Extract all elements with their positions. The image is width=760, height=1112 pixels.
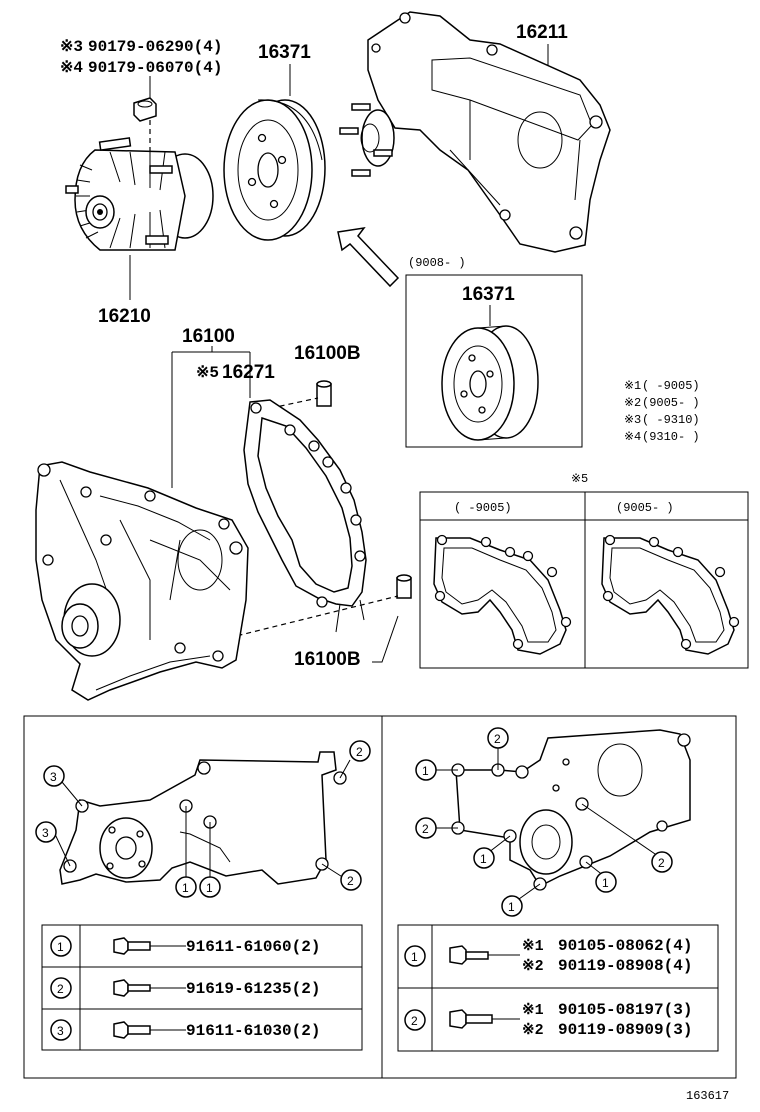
left-table-num-1: 1 xyxy=(57,940,64,954)
gasket-mark: ※5 xyxy=(196,364,219,382)
callout-16371-inset: 16371 xyxy=(462,284,515,305)
pump-assy-callouts: 16100 ※5 16271 16100B 16100B xyxy=(171,326,399,670)
left-view-circle-5: 2 xyxy=(356,745,363,759)
nut-icon xyxy=(133,97,157,122)
legend-range-3: ( -9310) xyxy=(642,413,700,427)
gasket-variants-panel: ※5 ( -9005) (9005- ) xyxy=(419,472,749,669)
right-table-num-2: 2 xyxy=(411,1014,418,1028)
left-view-circle-6: 2 xyxy=(347,874,354,888)
right-bolt-view: 1 2 2 1 1 1 2 xyxy=(415,727,691,917)
gasket-panel-right-header: (9005- ) xyxy=(616,501,674,515)
left-view-circle-3: 1 xyxy=(182,881,189,895)
left-view-circle-4: 1 xyxy=(206,881,213,895)
right-view-circle-7: 2 xyxy=(658,856,665,870)
left-table-num-2: 2 xyxy=(57,982,64,996)
right-table-num-1: 1 xyxy=(411,950,418,964)
pump-housing-drawing: 16211 xyxy=(339,11,611,253)
nut-part-1: 90179-06290(4) xyxy=(88,38,222,56)
right-table-part-2a: 90105-08197(3) xyxy=(558,1001,692,1019)
pulley-top-drawing: 16371 xyxy=(223,42,326,241)
right-table-mark-1b: ※2 xyxy=(522,958,544,975)
legend-range-2: (9005- ) xyxy=(642,396,700,410)
legend-range-4: (9310- ) xyxy=(642,430,700,444)
right-table-mark-1a: ※1 xyxy=(522,938,544,955)
nut-note: ※3 90179-06290(4) ※4 90179-06070(4) xyxy=(60,38,222,170)
left-table-part-3: 91611-61030(2) xyxy=(186,1022,320,1040)
left-bolt-view: 3 3 1 1 2 2 xyxy=(35,740,371,898)
left-table-part-1: 91611-61060(2) xyxy=(186,938,320,956)
callout-16210: 16210 xyxy=(98,306,151,327)
right-table-part-1a: 90105-08062(4) xyxy=(558,937,692,955)
right-view-circle-4: 1 xyxy=(480,852,487,866)
bolt-icon xyxy=(113,979,151,997)
dowel-top xyxy=(316,380,332,407)
bolt-panels-frame xyxy=(23,715,737,1079)
callout-16371-top: 16371 xyxy=(258,42,311,63)
bolt-icon xyxy=(449,1009,493,1029)
right-view-circle-3: 2 xyxy=(422,822,429,836)
right-table-mark-2b: ※2 xyxy=(522,1022,544,1039)
right-view-circle-1: 1 xyxy=(422,764,429,778)
right-table-part-2b: 90119-08909(3) xyxy=(558,1021,692,1039)
inset-pulley-panel: (9008- ) 16371 xyxy=(405,256,583,448)
date-legend: ※1 ( -9005) ※2 (9005- ) ※3 ( -9310) ※4 (… xyxy=(624,379,700,444)
bolt-icon xyxy=(113,1021,151,1039)
callout-16100b-bottom: 16100B xyxy=(294,649,361,670)
gasket-panel-left-header: ( -9005) xyxy=(454,501,512,515)
callout-16211: 16211 xyxy=(516,22,568,43)
illustration-number: 163617 xyxy=(686,1089,729,1103)
legend-mark-1: ※1 xyxy=(624,379,641,393)
right-view-circle-5: 1 xyxy=(508,900,515,914)
right-table-part-1b: 90119-08908(4) xyxy=(558,957,692,975)
gasket-variant-late xyxy=(601,534,740,655)
legend-range-1: ( -9005) xyxy=(642,379,700,393)
dowel-bottom xyxy=(396,574,412,599)
legend-mark-3: ※3 xyxy=(624,413,641,427)
left-view-circle-2: 3 xyxy=(42,826,49,840)
bolt-icon xyxy=(449,945,489,965)
left-table-num-3: 3 xyxy=(57,1024,64,1038)
nut-part-2: 90179-06070(4) xyxy=(88,59,222,77)
direction-arrow xyxy=(337,226,400,288)
right-view-circle-2: 2 xyxy=(494,732,501,746)
inset-range: (9008- ) xyxy=(408,256,466,270)
right-table-mark-2a: ※1 xyxy=(522,1002,544,1019)
nut-mark-1: ※3 xyxy=(60,38,83,56)
gasket-panel-mark: ※5 xyxy=(571,472,588,486)
gasket-variant-early xyxy=(433,534,572,655)
right-view-circle-6: 1 xyxy=(602,876,609,890)
callout-16271: 16271 xyxy=(222,362,275,383)
fan-coupling-drawing: 16210 xyxy=(65,137,214,327)
left-table-part-2: 91619-61235(2) xyxy=(186,980,320,998)
gasket-drawing xyxy=(243,399,367,633)
legend-mark-2: ※2 xyxy=(624,396,641,410)
water-pump-assy-drawing xyxy=(35,461,249,701)
bolt-icon xyxy=(113,937,151,955)
left-view-circle-1: 3 xyxy=(50,770,57,784)
nut-mark-2: ※4 xyxy=(60,59,83,77)
callout-16100: 16100 xyxy=(182,326,235,347)
callout-16100b-top: 16100B xyxy=(294,343,361,364)
legend-mark-4: ※4 xyxy=(624,430,641,444)
left-bolt-table: 1 91611-61060(2) 2 91619-61235(2) 3 9161… xyxy=(41,924,363,1051)
right-bolt-table: 1 ※1 90105-08062(4) ※2 90119-08908(4) 2 … xyxy=(397,924,719,1052)
